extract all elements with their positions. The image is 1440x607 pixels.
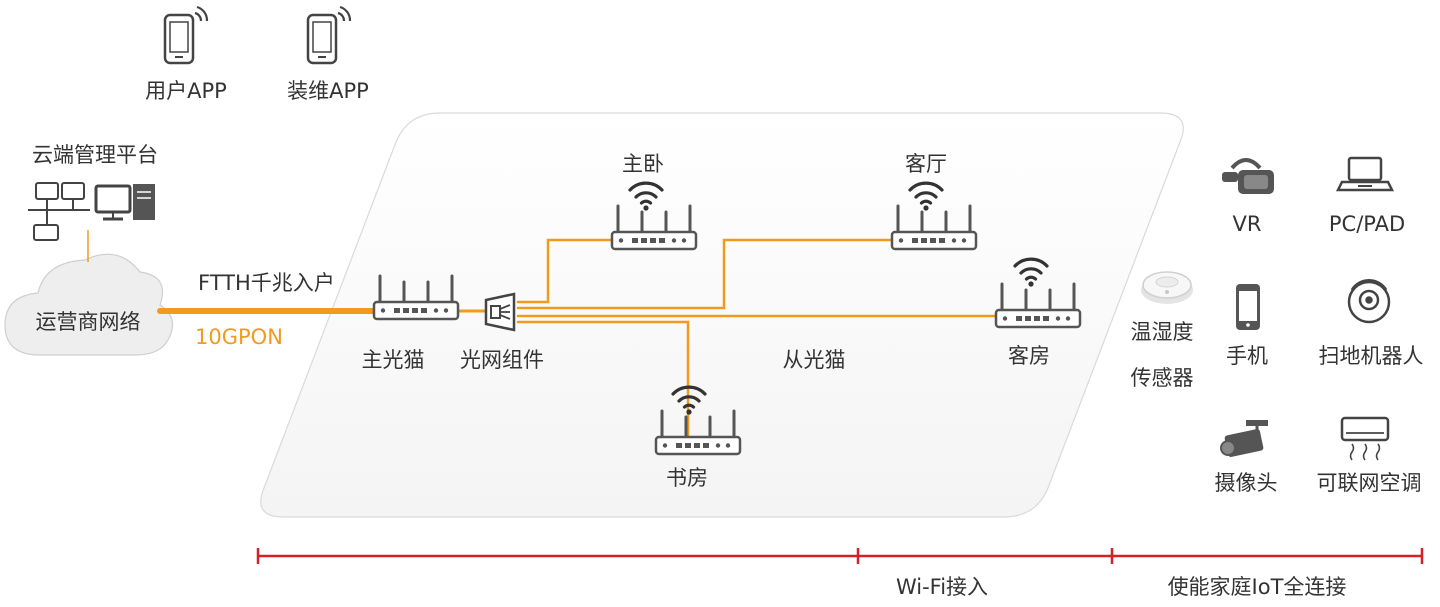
- guest-room-label: 客房: [1008, 344, 1050, 368]
- sensor-icon: [1141, 271, 1193, 304]
- vr-headset-icon: [1222, 158, 1274, 194]
- user-app-phone-icon: [163, 5, 209, 65]
- camera-icon: [1220, 420, 1268, 457]
- optical-splitter-icon: [484, 292, 516, 332]
- bottom-bracket: [256, 548, 1424, 564]
- main-ont-label: 主光猫: [361, 348, 425, 372]
- maint-app-phone-icon: [306, 5, 352, 65]
- cloud-platform-label: 云端管理平台: [32, 143, 158, 167]
- phone-label: 手机: [1226, 344, 1268, 368]
- vr-label: VR: [1232, 212, 1262, 236]
- sensor-label-line1: 温湿度: [1130, 320, 1194, 344]
- management-computers-icon: [28, 182, 155, 241]
- maint-app-label: 装维APP: [287, 79, 369, 103]
- iot-label: 使能家庭IoT全连接: [1167, 575, 1347, 599]
- air-conditioner-label: 可联网空调: [1316, 471, 1422, 495]
- laptop-icon: [1335, 156, 1395, 192]
- fiber-lines: [157, 238, 1000, 442]
- living-room-label: 客厅: [905, 152, 947, 176]
- master-bedroom-label: 主卧: [622, 152, 664, 176]
- robot-vacuum-icon: [1347, 279, 1391, 324]
- air-conditioner-icon: [1340, 416, 1390, 461]
- phone-icon: [1236, 284, 1260, 330]
- optical-component-label: 光网组件: [460, 348, 544, 372]
- camera-label: 摄像头: [1214, 471, 1278, 495]
- ftth-label: FTTH千兆入户: [198, 271, 335, 295]
- gpon-label: 10GPON: [195, 325, 283, 349]
- user-app-label: 用户APP: [145, 79, 227, 103]
- pc-pad-label: PC/PAD: [1328, 212, 1406, 236]
- robot-vacuum-label: 扫地机器人: [1318, 344, 1424, 368]
- wifi-access-label: Wi-Fi接入: [895, 575, 989, 599]
- sensor-label-line2: 传感器: [1130, 366, 1194, 390]
- operator-network-label: 运营商网络: [35, 310, 141, 334]
- slave-ont-label: 从光猫: [782, 348, 846, 372]
- study-label: 书房: [666, 466, 708, 490]
- operator-cloud: [4, 253, 174, 356]
